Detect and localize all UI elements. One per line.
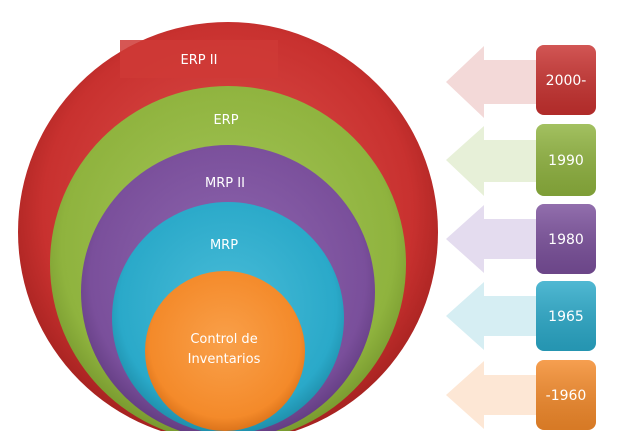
timeline-year-1: 2000- xyxy=(546,73,587,89)
layer-label-control-line-2: Inventarios xyxy=(188,352,261,367)
nested-circles: ERP II ERP MRP II MRP Control de Inventa… xyxy=(18,22,438,431)
layer-label-erp: ERP xyxy=(213,113,238,128)
layer-label-mrp-ii: MRP II xyxy=(205,176,245,191)
timeline: 2000- 1990 1980 1965 -1960 xyxy=(446,45,596,430)
timeline-arrow-4 xyxy=(446,282,545,350)
layer-label-mrp: MRP xyxy=(210,238,238,253)
timeline-arrow-1 xyxy=(446,46,545,118)
timeline-year-5: -1960 xyxy=(546,388,587,404)
timeline-year-4: 1965 xyxy=(548,309,584,325)
timeline-arrow-5 xyxy=(446,361,545,429)
timeline-arrow-2 xyxy=(446,126,545,196)
layer-label-band-erp-ii xyxy=(120,40,278,78)
layer-label-control-line-1: Control de xyxy=(190,332,257,347)
layer-label-erp-ii: ERP II xyxy=(181,53,218,68)
timeline-year-2: 1990 xyxy=(548,153,584,169)
timeline-arrow-3 xyxy=(446,205,545,273)
layer-circle-control-inventarios xyxy=(145,271,305,431)
timeline-year-3: 1980 xyxy=(548,232,584,248)
